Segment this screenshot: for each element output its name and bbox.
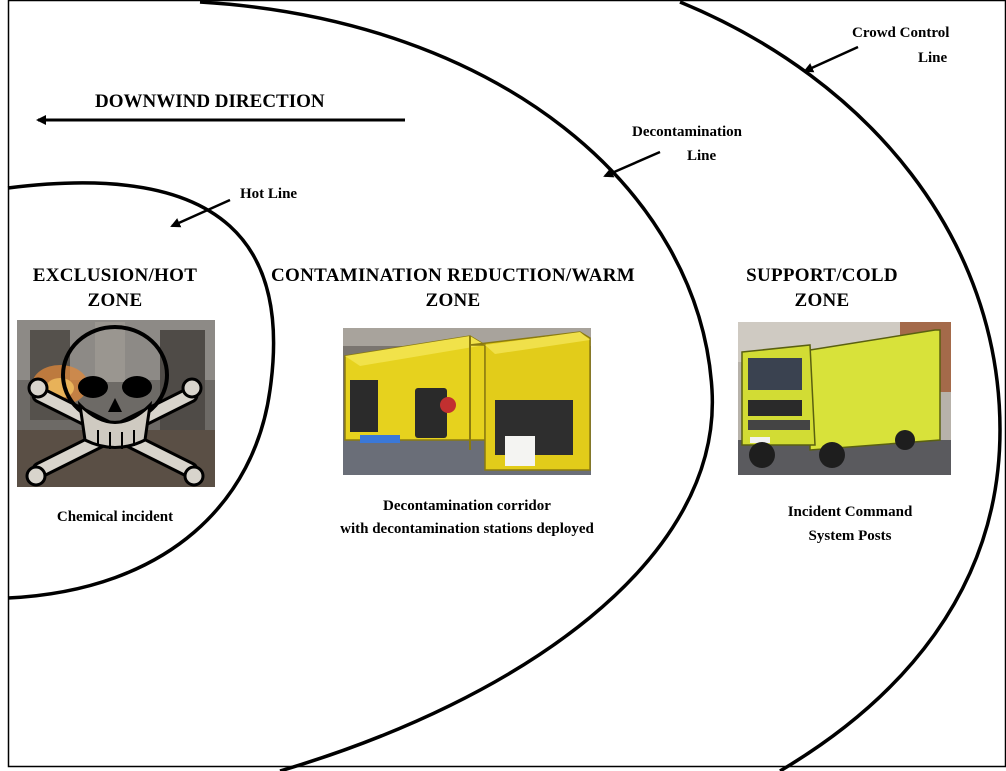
exclusion-zone-title-1: EXCLUSION/HOT bbox=[33, 265, 197, 286]
crowd-control-line-label-1: Crowd Control bbox=[852, 25, 949, 41]
warm-zone-title-2: ZONE bbox=[425, 290, 480, 311]
hot-line-pointer-arrow bbox=[170, 198, 231, 228]
skull-crossbones-icon bbox=[25, 325, 205, 487]
crowd-control-line-pointer-arrow bbox=[803, 45, 859, 73]
cold-zone-caption-2: System Posts bbox=[809, 528, 892, 544]
cold-zone-caption-1: Incident Command bbox=[788, 504, 913, 520]
hot-line-label: Hot Line bbox=[240, 186, 297, 202]
hot-line-curve bbox=[7, 181, 276, 600]
decontamination-line-label-2: Line bbox=[687, 148, 717, 164]
decontamination-line-pointer-arrow bbox=[603, 150, 661, 178]
cold-zone-title-1: SUPPORT/COLD bbox=[746, 265, 898, 286]
decontamination-line-label-1: Decontamination bbox=[632, 124, 743, 140]
command-truck-photo bbox=[738, 322, 951, 475]
crowd-control-line-curve bbox=[679, 0, 1002, 771]
decontamination-line-curve bbox=[199, 0, 714, 771]
warm-zone-caption-2: with decontamination stations deployed bbox=[340, 521, 594, 537]
decontamination-corridor-photo bbox=[343, 328, 591, 475]
exclusion-zone-title-2: ZONE bbox=[87, 290, 142, 311]
warm-zone-caption-1: Decontamination corridor bbox=[383, 498, 551, 514]
exclusion-zone-caption: Chemical incident bbox=[57, 509, 173, 525]
warm-zone-title-1: CONTAMINATION REDUCTION/WARM bbox=[271, 265, 635, 286]
chemical-incident-photo bbox=[17, 320, 215, 487]
crowd-control-line-label-2: Line bbox=[918, 50, 948, 66]
cold-zone-title-2: ZONE bbox=[794, 290, 849, 311]
downwind-direction-label: DOWNWIND DIRECTION bbox=[95, 91, 325, 112]
